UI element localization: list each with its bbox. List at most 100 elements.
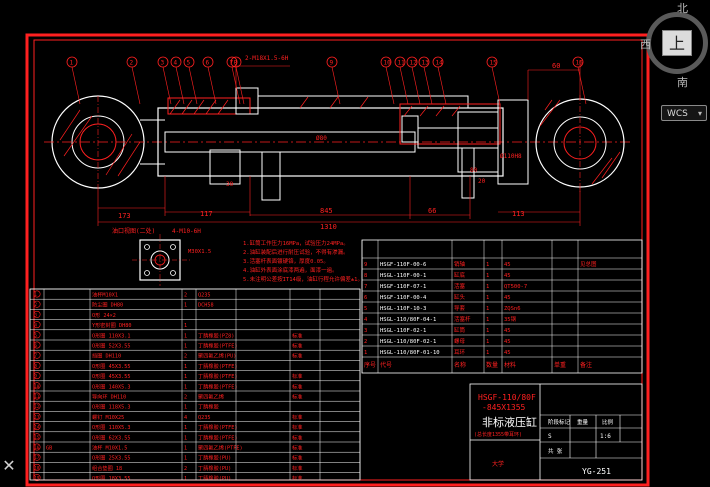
balloon-leader: [231, 66, 241, 105]
bom-cell: 45: [504, 328, 511, 334]
viewcube-top-face[interactable]: 上: [662, 30, 692, 56]
bom-cell: 销轴: [454, 260, 466, 268]
balloon-circle: [394, 56, 406, 68]
bom-item-marker: [33, 423, 41, 431]
bom-cell: O形 24×2: [92, 311, 116, 319]
balloon-circle: [406, 56, 418, 68]
bom-cell: QT500-7: [504, 284, 527, 290]
balloon-leader: [385, 66, 395, 105]
port-detail-view: 油口视图(二处) 4-M10-6H M30X1.5: [112, 227, 211, 286]
compass-west[interactable]: 西: [640, 38, 651, 51]
drawing-frame: [25, 33, 650, 487]
bom-header-cell: 数量: [486, 361, 498, 369]
bom-item-no: 12: [35, 404, 40, 409]
bom-cell: 油杯M10X1: [92, 291, 118, 299]
bom-item-no: 13: [35, 414, 40, 419]
bom-cell: 1: [184, 456, 187, 462]
bom-cell: 45: [504, 295, 511, 301]
dim-1310: 1310: [320, 223, 337, 231]
bom-cell: 1: [184, 374, 187, 380]
bom-cell: 4: [364, 317, 368, 323]
bom-cell: 1: [184, 425, 187, 431]
balloon-leader: [175, 66, 185, 105]
bom-cell: 1: [184, 303, 187, 309]
bom-item-marker: [33, 290, 41, 298]
bom-cell: 1: [184, 323, 187, 329]
bom-cell: 丁腈橡胶(PTFE): [198, 342, 238, 350]
viewcube[interactable]: 北 西 南 上: [640, 2, 710, 94]
balloon-leader: [207, 66, 217, 105]
bom-cell: 7: [364, 284, 367, 290]
balloon-number: 6: [206, 60, 210, 67]
bom-item-no: 17: [35, 455, 40, 460]
bom-cell: HSGL-110/80F-04-1: [380, 317, 436, 323]
bom-item-no: 16: [35, 445, 40, 450]
bom-cell: 1: [184, 476, 187, 482]
bom-cell: 45: [504, 350, 511, 356]
balloon-leader: [399, 66, 409, 105]
label-stage: 阶段标记: [548, 418, 571, 426]
balloon-number: 13: [422, 60, 430, 67]
bom-cell: HSGL-110/80F-02-1: [380, 339, 436, 345]
bom-cell: 标准: [292, 372, 302, 380]
bom-cell: 丁腈橡胶(PTFE): [198, 362, 238, 370]
balloon-circle: [157, 56, 169, 68]
bom-cell: O形圈 110X3.1: [92, 331, 130, 339]
close-icon[interactable]: ✕: [2, 456, 16, 475]
compass-south[interactable]: 南: [677, 76, 688, 89]
bom-item-no: 11: [35, 394, 40, 399]
compass-north[interactable]: 北: [677, 2, 688, 15]
bom-cell: 2: [364, 339, 367, 345]
bom-item-marker: [33, 402, 41, 410]
viewcube-compass-ring[interactable]: [646, 12, 708, 74]
dim-173: 173: [118, 212, 131, 220]
bom-cell: 缸头: [454, 293, 466, 301]
bom-cell: 1: [486, 350, 489, 356]
bom-cell: Y形密封圈 DH80: [92, 321, 132, 329]
balloon-number: 5: [187, 60, 191, 67]
balloon-number: 16: [576, 60, 584, 67]
bom-cell: 标准: [292, 433, 302, 441]
bom-item-marker: [33, 341, 41, 349]
balloon-leader: [162, 66, 172, 105]
balloon-circle: [66, 56, 78, 68]
bom-item-no: 8: [35, 363, 38, 368]
bom-cell: 3: [364, 328, 367, 334]
balloon-leader: [437, 66, 447, 105]
note-line: 4.油缸外表面涂底漆两遍，面漆一遍。: [243, 266, 338, 274]
bom-cell: 4: [184, 415, 187, 421]
bom-cell: O形圈 45X3.55: [92, 362, 130, 370]
bom-cell: 2: [184, 466, 187, 472]
dim-66: 66: [428, 207, 436, 215]
title-drawing-no: YG-251: [582, 467, 611, 476]
balloon-circle: [486, 56, 498, 68]
bom-cell: 标准: [292, 331, 302, 339]
bom-cell: 9: [364, 262, 367, 268]
bom-header-cell: 单重: [554, 361, 566, 369]
title-block: HSGF-110/80F -845X1355 非标液压缸 (总长度1355带耳环…: [469, 383, 643, 481]
bom-cell: 丁腈橡胶(PZ8): [198, 331, 234, 339]
wcs-dropdown[interactable]: WCS ▾: [661, 105, 707, 121]
bom-cell: O形圈 140X5.3: [92, 382, 130, 390]
bom-cell: 1: [486, 295, 489, 301]
bom-cell: 1: [486, 273, 489, 279]
bom-cell: 2: [184, 354, 187, 360]
bom-cell: 1: [486, 284, 489, 290]
bom-cell: 活塞: [454, 282, 466, 290]
balloon-leader: [423, 66, 433, 105]
bom-item-no: 3: [35, 312, 38, 317]
bom-cell: 丁腈橡胶(PTFE): [198, 372, 238, 380]
bom-border: [29, 288, 361, 481]
balloon-circle: [202, 56, 214, 68]
note-line: 3.活塞杆表面镀硬铬，厚度0.05。: [243, 257, 329, 265]
chevron-down-icon: ▾: [697, 109, 702, 118]
bom-cell: 1: [184, 446, 187, 452]
bom-cell: 1: [184, 405, 187, 411]
bom-cell: 标准: [292, 454, 302, 462]
bom-cell: O形圈 110X5.3: [92, 423, 130, 431]
balloon-circle: [418, 56, 430, 68]
bom-header-cell: 代号: [380, 361, 392, 369]
bom-cell: ZQSn6: [504, 306, 521, 312]
